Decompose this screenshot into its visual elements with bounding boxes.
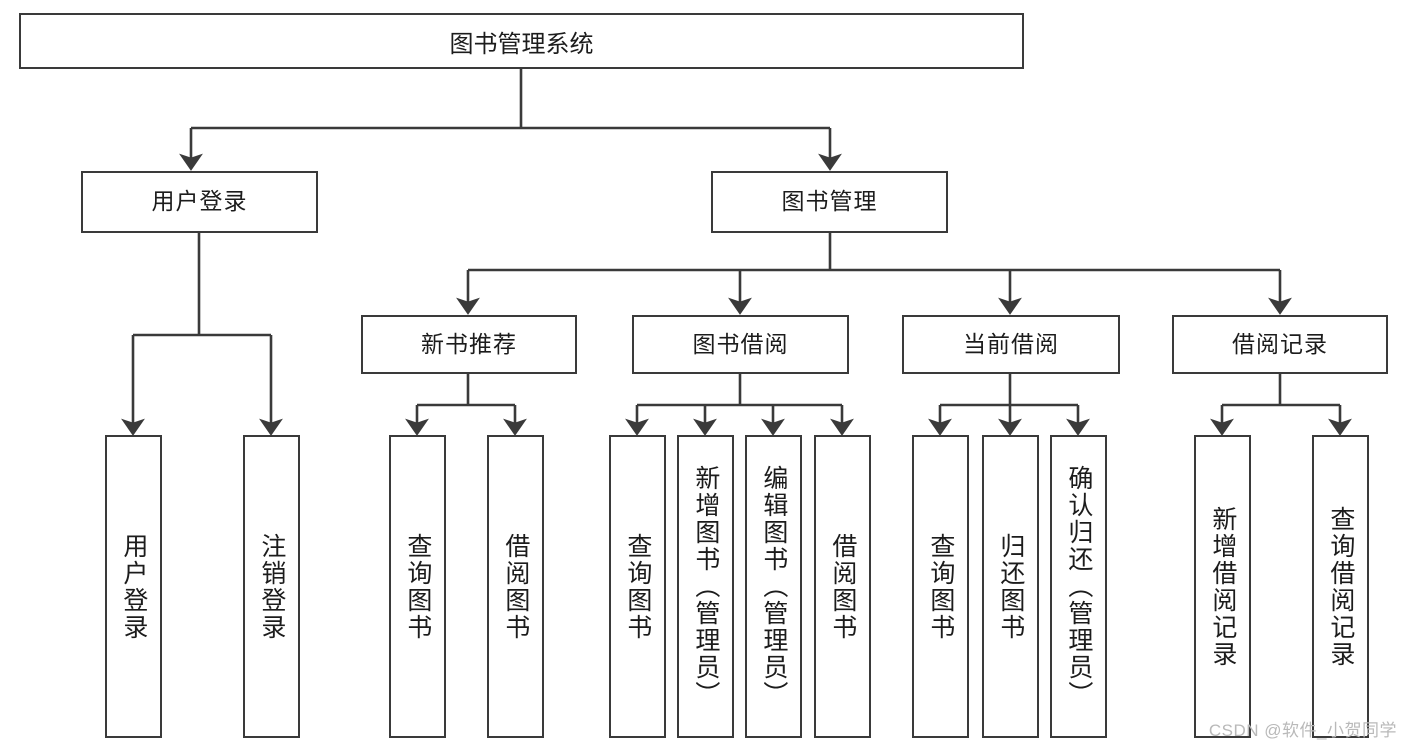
node-book-management[interactable]: 图书管理 (711, 171, 948, 233)
node-label: 用户登录 (151, 188, 248, 215)
leaf-record-query-record[interactable]: 查询借阅记录 (1312, 435, 1369, 738)
node-label: 图书管理系统 (449, 30, 594, 58)
node-label: 新书推荐 (421, 330, 517, 357)
leaf-label: 用户登录 (119, 532, 148, 641)
leaf-label: 新增借阅记录 (1208, 505, 1237, 668)
leaf-recommend-borrow-book[interactable]: 借阅图书 (487, 435, 544, 738)
leaf-label: 归还图书 (996, 532, 1025, 641)
node-label: 图书管理 (781, 188, 878, 215)
leaf-label: 查询图书 (403, 532, 432, 641)
leaf-borrow-add-book-admin[interactable]: 新增图书（管理员） (677, 435, 734, 738)
node-new-book-recommend[interactable]: 新书推荐 (361, 315, 577, 374)
leaf-label: 确认归还（管理员） (1064, 465, 1093, 708)
leaf-label: 新增图书（管理员） (691, 465, 720, 708)
node-label: 借阅记录 (1232, 330, 1328, 357)
leaf-record-add-record[interactable]: 新增借阅记录 (1194, 435, 1251, 738)
node-label: 图书借阅 (692, 330, 789, 357)
leaf-label: 查询借阅记录 (1326, 505, 1355, 668)
leaf-user-login-login[interactable]: 用户登录 (105, 435, 162, 738)
leaf-current-confirm-return-admin[interactable]: 确认归还（管理员） (1050, 435, 1107, 738)
watermark: CSDN @软件_小贺同学 (1208, 721, 1397, 740)
node-current-borrow[interactable]: 当前借阅 (902, 315, 1120, 374)
node-book-borrow[interactable]: 图书借阅 (632, 315, 849, 374)
leaf-recommend-query-book[interactable]: 查询图书 (389, 435, 446, 738)
leaf-label: 借阅图书 (501, 532, 530, 641)
node-label: 当前借阅 (963, 330, 1059, 357)
leaf-label: 查询图书 (926, 532, 955, 641)
leaf-borrow-borrow-book[interactable]: 借阅图书 (814, 435, 871, 738)
leaf-label: 查询图书 (623, 532, 652, 641)
leaf-borrow-query-book[interactable]: 查询图书 (609, 435, 666, 738)
leaf-label: 编辑图书（管理员） (759, 465, 788, 708)
node-root-book-management-system[interactable]: 图书管理系统 (19, 13, 1024, 69)
leaf-current-return-book[interactable]: 归还图书 (982, 435, 1039, 738)
node-borrow-record[interactable]: 借阅记录 (1172, 315, 1388, 374)
leaf-label: 借阅图书 (828, 532, 857, 641)
leaf-current-query-book[interactable]: 查询图书 (912, 435, 969, 738)
node-user-login[interactable]: 用户登录 (81, 171, 318, 233)
leaf-label: 注销登录 (257, 532, 286, 641)
leaf-borrow-edit-book-admin[interactable]: 编辑图书（管理员） (745, 435, 802, 738)
leaf-user-login-logout[interactable]: 注销登录 (243, 435, 300, 738)
